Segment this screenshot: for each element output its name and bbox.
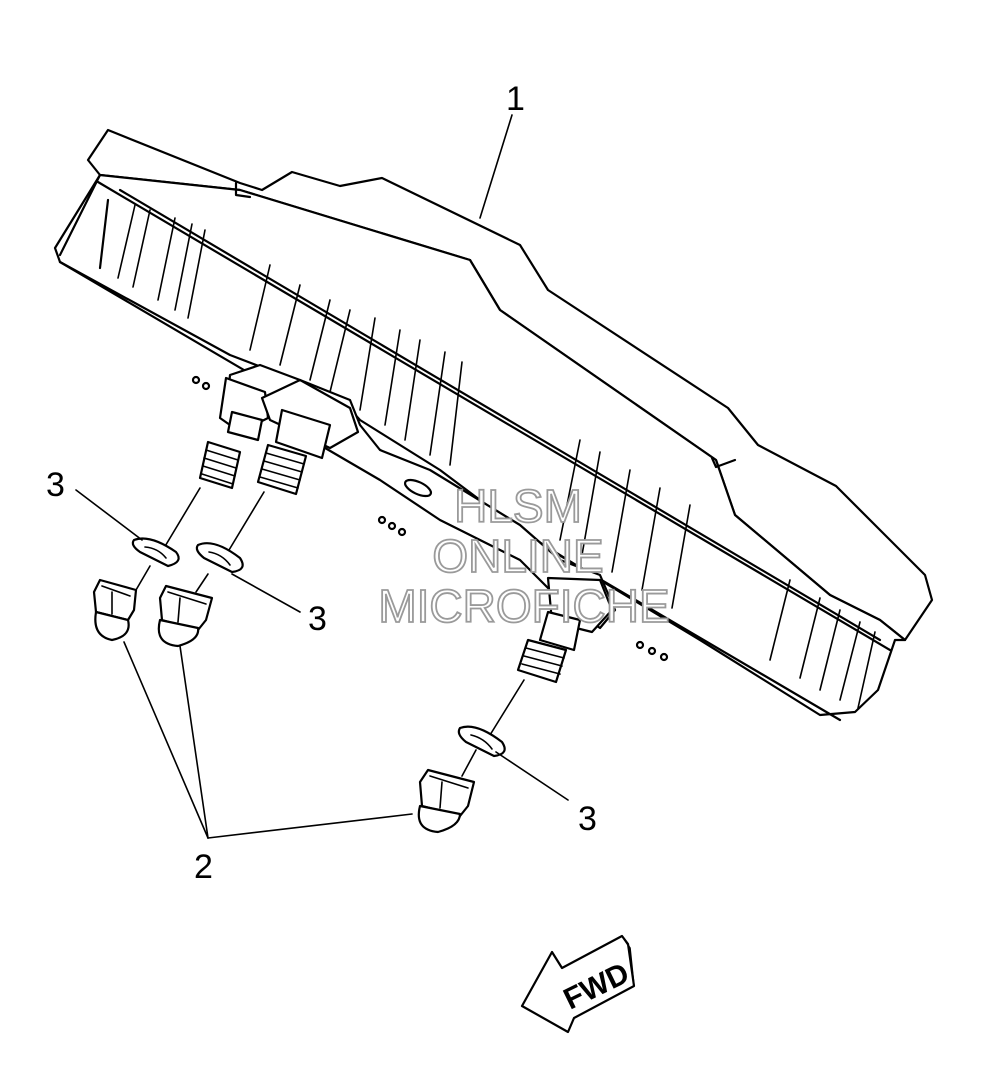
- mounting-stud-left: [198, 376, 270, 490]
- callout-3-center: 3: [308, 600, 327, 638]
- callout-3-right: 3: [578, 800, 597, 838]
- acorn-nut-left: [92, 578, 138, 642]
- callout-2: 2: [194, 848, 213, 886]
- callout-1: 1: [506, 80, 525, 118]
- leader-lines: [75, 114, 569, 839]
- callout-3-left: 3: [46, 466, 65, 504]
- washer-right: [457, 725, 506, 758]
- acorn-nut-center: [157, 584, 214, 648]
- washer-left: [131, 537, 180, 568]
- watermark-line-3: MICROFICHE: [378, 580, 669, 632]
- acorn-nut-right: [417, 768, 476, 834]
- mounting-stud-center: [256, 378, 360, 496]
- watermark-line-1: HLSM: [454, 480, 582, 532]
- washer-center: [195, 542, 244, 574]
- watermark-line-2: ONLINE: [432, 530, 603, 582]
- mounting-stud-right: [516, 576, 614, 684]
- meter-assembly: [53, 128, 934, 722]
- wiring-pins: [191, 375, 669, 662]
- assembly-guide-lines: [135, 487, 525, 777]
- casing-ribs: [117, 204, 876, 709]
- fwd-arrow: FWD: [520, 934, 636, 1034]
- watermark: HLSM ONLINE MICROFICHE: [377, 479, 670, 633]
